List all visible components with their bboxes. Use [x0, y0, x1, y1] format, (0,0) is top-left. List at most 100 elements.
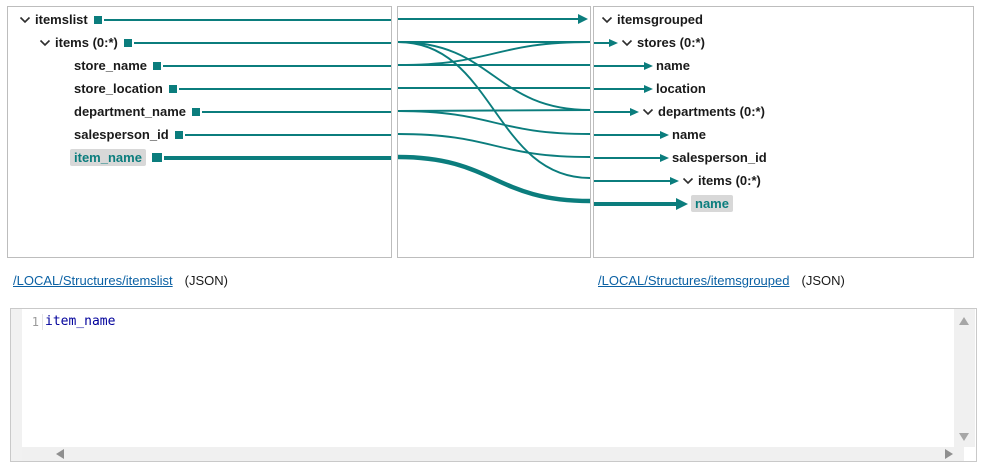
incoming-arrow [594, 38, 618, 47]
target-item-salesperson_id[interactable]: salesperson_id [594, 146, 973, 169]
line-number: 1 [31, 315, 39, 329]
tree-item-label: department_name [74, 104, 186, 119]
arrowhead-icon [578, 14, 588, 24]
source-item-salesperson_id[interactable]: salesperson_id [8, 123, 391, 146]
tree-item-label: salesperson_id [74, 127, 169, 142]
incoming-arrow [594, 153, 669, 162]
scrollbar-down-icon[interactable] [959, 433, 969, 441]
arrow-line [594, 110, 630, 113]
mapping-lines-panel [397, 6, 591, 258]
target-tree-panel: itemsgrouped stores (0:*) name location depa… [593, 6, 974, 258]
incoming-arrow [594, 197, 688, 210]
source-item-department_name[interactable]: department_name [8, 100, 391, 123]
arrowhead-icon [609, 38, 618, 47]
arrow-line [594, 201, 676, 206]
target-item-name[interactable]: name [594, 54, 973, 77]
arrowhead-icon [644, 84, 653, 93]
arrowhead-icon [660, 130, 669, 139]
connection-line[interactable] [398, 109, 590, 112]
target-item-name[interactable]: name [594, 192, 973, 215]
tree-item-label: store_name [74, 58, 147, 73]
chevron-down-icon[interactable] [19, 16, 31, 24]
tree-item-label: location [656, 81, 706, 96]
scrollbar-up-icon[interactable] [959, 317, 969, 325]
source-item-itemslist[interactable]: itemslist [8, 8, 391, 31]
source-item-store_location[interactable]: store_location [8, 77, 391, 100]
mapping-wire [201, 110, 391, 113]
tree-item-label: store_location [74, 81, 163, 96]
incoming-arrow [594, 176, 679, 185]
tree-item-label: item_name [70, 149, 146, 166]
chevron-down-icon[interactable] [601, 16, 613, 24]
tree-item-label: name [691, 195, 733, 212]
source-structure-link[interactable]: /LOCAL/Structures/itemslist [13, 273, 173, 288]
mapping-connections-canvas [398, 14, 590, 204]
port-connector[interactable] [93, 15, 102, 24]
tree-item-label: items (0:*) [698, 173, 761, 188]
target-item-location[interactable]: location [594, 77, 973, 100]
incoming-arrow [594, 84, 653, 93]
editor-code[interactable]: item_name [42, 314, 115, 330]
mapping-wire [184, 133, 391, 136]
target-item-items0[interactable]: items (0:*) [594, 169, 973, 192]
incoming-arrow [594, 61, 653, 70]
target-item-name[interactable]: name [594, 123, 973, 146]
vertical-scrollbar[interactable] [954, 309, 975, 447]
tree-item-label: itemsgrouped [617, 12, 703, 27]
incoming-arrow [594, 107, 639, 116]
target-item-itemsgrouped[interactable]: itemsgrouped [594, 8, 973, 31]
connection-line[interactable] [398, 110, 590, 135]
arrow-line [594, 64, 644, 67]
arrowhead-icon [660, 153, 669, 162]
mapping-wire [178, 87, 391, 90]
tree-item-label: salesperson_id [672, 150, 767, 165]
mapping-wire [103, 18, 391, 21]
expression-editor[interactable]: 1 item_name [10, 308, 977, 462]
arrowhead-icon [676, 197, 688, 210]
port-connector[interactable] [152, 61, 161, 70]
chevron-down-icon[interactable] [39, 39, 51, 47]
arrow-line [594, 41, 609, 44]
connection-line[interactable] [398, 41, 590, 111]
arrow-line [594, 87, 644, 90]
port-connector[interactable] [174, 130, 183, 139]
source-item-item_name[interactable]: item_name [8, 146, 391, 169]
port-connector[interactable] [191, 107, 200, 116]
source-item-items0[interactable]: items (0:*) [8, 31, 391, 54]
tree-item-label: stores (0:*) [637, 35, 705, 50]
port-connector[interactable] [151, 153, 162, 162]
tree-item-label: name [656, 58, 690, 73]
source-format-label: (JSON) [184, 273, 228, 288]
arrowhead-icon [630, 107, 639, 116]
target-structure-link[interactable]: /LOCAL/Structures/itemsgrouped [598, 273, 790, 288]
target-item-departments0[interactable]: departments (0:*) [594, 100, 973, 123]
mapping-wire [163, 155, 391, 160]
horizontal-scrollbar[interactable] [22, 447, 964, 461]
connection-line[interactable] [398, 133, 590, 158]
tree-item-label: itemslist [35, 12, 88, 27]
arrowhead-icon [644, 61, 653, 70]
tree-item-label: departments (0:*) [658, 104, 765, 119]
mapping-wire [133, 41, 391, 44]
target-item-stores0[interactable]: stores (0:*) [594, 31, 973, 54]
mapping-wire [162, 64, 391, 67]
chevron-down-icon[interactable] [642, 108, 654, 116]
arrow-line [594, 179, 670, 182]
arrow-line [594, 133, 660, 136]
source-item-store_name[interactable]: store_name [8, 54, 391, 77]
port-connector[interactable] [168, 84, 177, 93]
tree-item-label: name [672, 127, 706, 142]
port-connector[interactable] [123, 38, 132, 47]
connection-line-selected[interactable] [398, 154, 590, 204]
tree-item-label: items (0:*) [55, 35, 118, 50]
target-format-label: (JSON) [801, 273, 845, 288]
connection-line[interactable] [398, 41, 590, 66]
source-tree-panel: itemslist items (0:*) store_name store_loca… [7, 6, 392, 258]
arrow-line [594, 156, 660, 159]
scrollbar-right-icon[interactable] [945, 449, 953, 459]
chevron-down-icon[interactable] [682, 177, 694, 185]
chevron-down-icon[interactable] [621, 39, 633, 47]
scrollbar-left-icon[interactable] [56, 449, 64, 459]
editor-gutter [11, 309, 22, 461]
